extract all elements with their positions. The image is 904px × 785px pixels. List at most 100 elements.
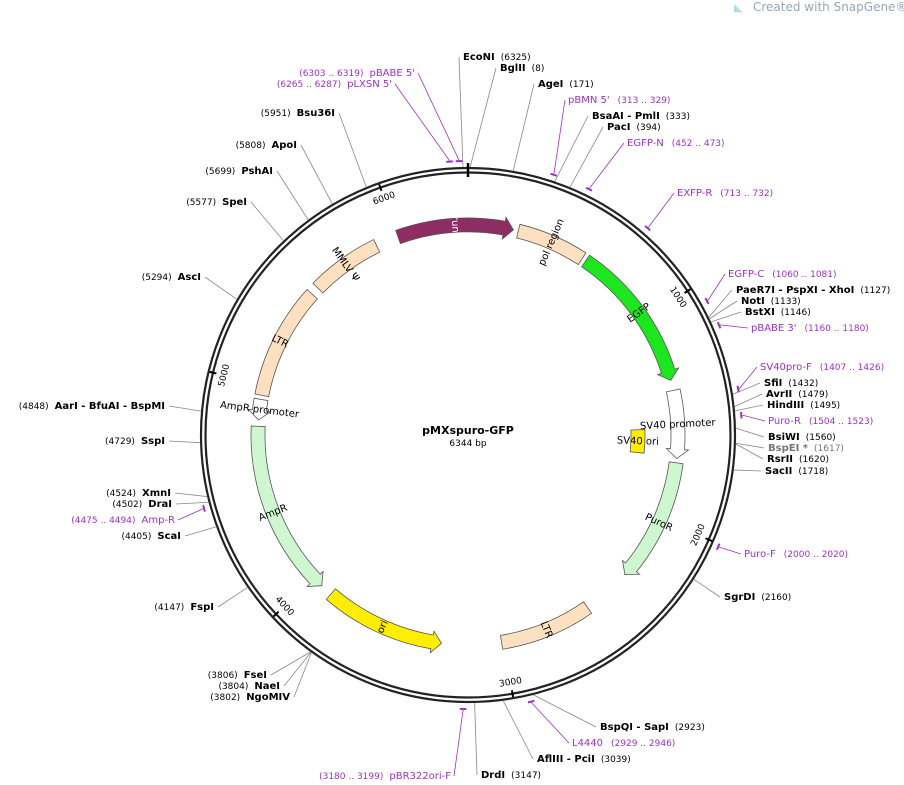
site-name: BspQI - SapI	[600, 722, 669, 733]
primer-leader	[417, 72, 460, 161]
site-label: (4147)FspI	[154, 602, 214, 613]
site-name: BsaAI - PmlI	[592, 111, 660, 122]
primer-bar	[644, 225, 651, 232]
site-position: (3039)	[601, 755, 631, 765]
primer-label: Puro-F(2000 .. 2020)	[744, 549, 848, 560]
site-label: RsrII (1620)	[767, 454, 829, 465]
primer-range: (1504 .. 1523)	[809, 417, 873, 427]
primer-bar	[736, 385, 740, 393]
site-position: (171)	[569, 80, 593, 90]
site-label: (4848)AarI - BfuAI - BspMI	[19, 401, 165, 412]
site-leader	[734, 393, 763, 408]
site-label: BstXI(1146)	[745, 307, 811, 318]
primer-name: Amp-R	[142, 515, 176, 526]
primer-name: EGFP-N	[627, 138, 664, 149]
feature-label: SV40 promoter	[640, 417, 717, 432]
primer-leader	[707, 273, 726, 301]
site-leader	[204, 276, 238, 300]
restriction-sites: EcoNI(6325)BglII(8)AgeI(171)BsaAI - PmlI…	[19, 52, 891, 781]
site-position: (8)	[532, 64, 545, 74]
site-name: SfiI	[764, 378, 782, 389]
scale-tick-label: 6000	[372, 190, 397, 207]
feature-arrow	[581, 254, 680, 381]
primer-leader	[553, 99, 566, 174]
site-name: FseI	[244, 670, 267, 681]
primer-label: (6265 .. 6287)pLXSN 5'	[277, 79, 392, 90]
scale-tick	[684, 288, 691, 294]
site-label: BsaAI - PmlI (333)	[592, 111, 690, 122]
primer-bar	[704, 297, 710, 305]
site-position: (3147)	[511, 771, 541, 781]
site-label: AgeI(171)	[538, 79, 594, 90]
site-label: (3802)NgoMIV	[210, 692, 290, 703]
feature-arrow	[665, 388, 690, 460]
site-leader	[217, 587, 248, 608]
site-label: AflIII - PciI(3039)	[537, 754, 631, 765]
primer-name: pBABE 5'	[369, 68, 415, 79]
plasmid-size: 6344 bp	[449, 439, 486, 449]
site-leader	[338, 112, 367, 188]
site-name: AscI	[178, 272, 201, 283]
site-position: (2160)	[761, 593, 791, 603]
site-label: (4729)SspI	[105, 436, 165, 447]
site-leader	[733, 469, 762, 472]
site-leader	[175, 501, 209, 505]
primer-bar	[550, 172, 558, 177]
site-label: SfiI(1432)	[764, 378, 818, 389]
watermark-text: Created with SnapGene®	[753, 0, 904, 14]
site-name: SpeI	[222, 197, 247, 208]
site-position: (1620)	[799, 455, 829, 465]
site-leader	[458, 56, 464, 168]
site-position: (1479)	[798, 390, 828, 400]
feature-label: gag (truncated)	[447, 186, 463, 265]
primer-name: SV40pro-F	[760, 362, 812, 373]
site-leader	[735, 442, 765, 449]
site-leader	[270, 651, 311, 676]
site-position: (1560)	[806, 433, 836, 443]
site-position: (4405)	[121, 532, 151, 542]
site-label: SgrDI(2160)	[724, 592, 791, 603]
scale-tick-label: 2000	[690, 523, 708, 548]
primer-range: (452 .. 473)	[672, 139, 725, 149]
primer-range: (2929 .. 2946)	[611, 739, 675, 749]
primer-label: L4440(2929 .. 2946)	[572, 738, 675, 749]
site-label: BspQI - SapI (2923)	[600, 722, 705, 733]
primer-name: pLXSN 5'	[347, 79, 392, 90]
site-name: RsrII	[767, 454, 793, 465]
site-position: (1127)	[860, 286, 890, 296]
site-leader	[569, 126, 604, 188]
primer-range: (4475 .. 4494)	[71, 516, 135, 526]
site-label: (4524)XmnI	[106, 488, 171, 499]
primer-range: (713 .. 732)	[720, 189, 773, 199]
primer-leader	[589, 142, 625, 189]
site-position: (4729)	[105, 437, 135, 447]
primer-label: pBABE 3'(1160 .. 1180)	[751, 323, 869, 334]
primer-label: EGFP-C(1060 .. 1081)	[728, 269, 837, 280]
site-leader	[709, 300, 738, 320]
primer-range: (313 .. 329)	[618, 96, 671, 106]
scale-tick	[705, 537, 713, 542]
primer-range: (1160 .. 1180)	[805, 324, 869, 334]
scale-tick	[510, 690, 515, 698]
primer-leader	[394, 83, 450, 161]
primer-label: (3180 .. 3199)pBR322ori-F	[319, 771, 451, 782]
site-position: (6325)	[501, 53, 531, 63]
site-leader	[293, 652, 312, 698]
site-position: (3804)	[218, 682, 248, 692]
site-leader	[710, 311, 742, 323]
site-leader	[533, 694, 597, 728]
primer-leader	[647, 192, 675, 228]
feature-arrow	[254, 288, 318, 398]
site-position: (2923)	[675, 723, 705, 733]
scale-tick	[378, 183, 383, 192]
site-leader	[693, 578, 721, 598]
primer-label: EXFP-R(713 .. 732)	[677, 188, 773, 199]
site-label: (5294)AscI	[142, 272, 201, 283]
plasmid-backbone	[199, 163, 737, 704]
site-label: SacII(1718)	[765, 466, 828, 477]
feature-arrow	[621, 461, 684, 575]
site-position: (333)	[666, 112, 690, 122]
site-name: ScaI	[157, 531, 181, 542]
primer-range: (2000 .. 2020)	[784, 550, 848, 560]
site-position: (1495)	[810, 401, 840, 411]
